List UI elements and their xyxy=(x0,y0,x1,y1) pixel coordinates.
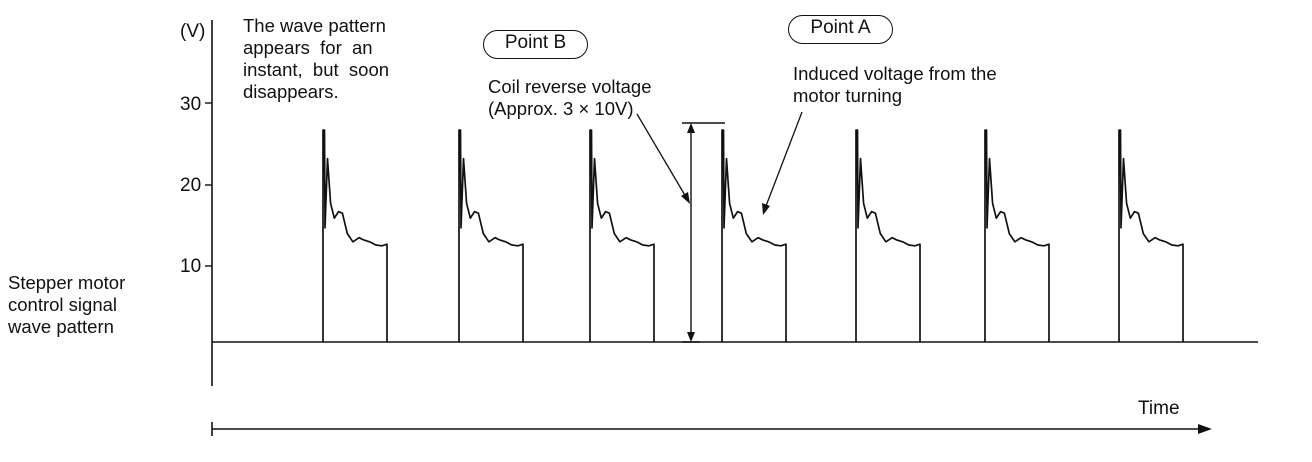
point-a-badge: Point A xyxy=(788,15,893,44)
annotation-instant-line-1: The wave pattern xyxy=(243,15,386,36)
point-b-annotation: Coil reverse voltage (Approx. 3 × 10V) xyxy=(488,76,652,120)
y-axis-unit: (V) xyxy=(180,21,206,42)
waveform-pulse-3 xyxy=(589,129,655,342)
y-tick-label-30: 30 xyxy=(180,94,202,115)
waveform-pulse-1 xyxy=(322,129,388,342)
time-axis-arrowhead xyxy=(1198,424,1212,434)
y-tick-label-20: 20 xyxy=(180,175,202,196)
point-b-text-line-2: (Approx. 3 × 10V) xyxy=(488,98,634,119)
point-a-leader-arrowhead xyxy=(762,203,770,215)
signal-label-line-2: control signal xyxy=(8,294,118,315)
point-a-text-line-2: motor turning xyxy=(793,85,902,106)
waveform-pulse-6 xyxy=(984,129,1050,342)
annotation-instant-line-2: appears for an xyxy=(243,37,373,58)
waveform-pulse-7 xyxy=(1118,129,1184,342)
point-b-text-line-1: Coil reverse voltage xyxy=(488,76,652,97)
waveform-pulse-5 xyxy=(855,129,921,342)
signal-label-line-3: wave pattern xyxy=(8,316,114,337)
point-a-annotation: Induced voltage from the motor turning xyxy=(793,63,997,107)
signal-label: Stepper motor control signal wave patter… xyxy=(8,272,125,338)
point-a-text-line-1: Induced voltage from the xyxy=(793,63,997,84)
point-b-leader-arrowhead xyxy=(681,192,690,204)
waveform-pulse-4 xyxy=(721,129,787,342)
point-b-badge: Point B xyxy=(483,30,588,59)
y-tick-label-10: 10 xyxy=(180,256,202,277)
point-a-leader-line xyxy=(765,111,803,207)
x-axis-label: Time xyxy=(1138,398,1180,419)
point-b-dimension-arrow-bottom xyxy=(687,332,695,342)
waveform-pulse-2 xyxy=(458,129,524,342)
annotation-instant: The wave pattern appears for an instant,… xyxy=(243,15,389,103)
point-b-leader-line xyxy=(636,113,687,198)
annotation-instant-line-4: disappears. xyxy=(243,81,339,102)
signal-label-line-1: Stepper motor xyxy=(8,272,126,293)
point-b-dimension-arrow-top xyxy=(687,123,695,133)
annotation-instant-line-3: instant, but soon xyxy=(243,59,390,80)
